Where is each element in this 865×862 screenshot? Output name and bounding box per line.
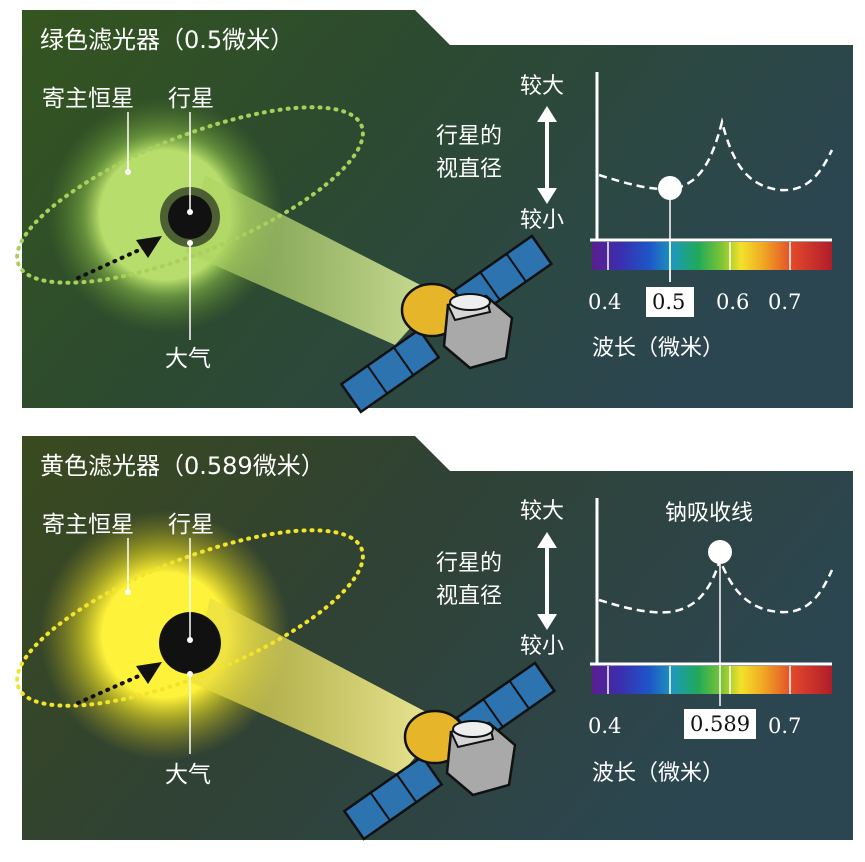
planet-orbit: [15, 105, 365, 285]
panel-title: 黄色滤光器（0.589微米）: [40, 452, 325, 480]
panel-green-filter: 绿色滤光器（0.5微米） 寄主恒星 行星 大气: [15, 10, 853, 414]
planet-orbit: [15, 528, 365, 708]
planet-label: 行星: [168, 512, 214, 538]
light-beam: [190, 598, 445, 775]
space-telescope-icon: [342, 661, 557, 841]
x-axis-label: 波长（微米）: [592, 336, 724, 361]
arrowhead-icon: [136, 662, 162, 684]
tick-label: 0.4: [588, 290, 621, 314]
y-axis-label-line1: 行星的: [436, 551, 502, 576]
tick-label: 0.4: [588, 714, 621, 738]
y-axis-top-label: 较大: [520, 499, 564, 524]
planet-leader-dot: [187, 637, 193, 643]
x-axis-label: 波长（微米）: [592, 761, 724, 786]
planet: [168, 195, 212, 239]
measurement-point: [708, 540, 732, 564]
sodium-line-annotation: 钠吸收线: [665, 501, 753, 526]
arrow-down-icon: [537, 614, 557, 630]
orbit-direction-arrow: [76, 243, 152, 280]
arrow-down-icon: [537, 188, 557, 204]
spectrum-bar: [592, 666, 832, 694]
wavelength-chart: 钠吸收线 0.4 0.589 0.7 波长（微米） 较大 行星的 视直径 较小: [436, 498, 834, 786]
atmosphere-label: 大气: [165, 762, 211, 788]
space-telescope-icon: [339, 234, 554, 414]
tick-label: 0.7: [768, 290, 801, 314]
highlight-tick-label: 0.589: [690, 712, 750, 736]
planet-leader-dot: [187, 209, 193, 215]
highlight-tick-box: [646, 287, 694, 317]
measurement-point: [658, 176, 682, 200]
orbit-direction-arrow: [76, 669, 152, 705]
atmosphere-leader-dot: [187, 240, 193, 246]
arrow-up-icon: [537, 532, 557, 548]
y-axis-bottom-label: 较小: [520, 208, 564, 233]
arrowhead-icon: [136, 236, 162, 258]
atmosphere-leader-dot: [187, 671, 193, 677]
y-axis-label-line1: 行星的: [436, 124, 502, 149]
y-axis-top-label: 较大: [520, 74, 564, 99]
tick-label: 0.7: [768, 714, 801, 738]
wavelength-chart: 0.4 0.5 0.6 0.7 波长（微米） 较大 行星的 视直径 较小: [436, 72, 834, 361]
transit-depth-curve: [598, 117, 834, 192]
panel-title: 绿色滤光器（0.5微米）: [40, 26, 294, 54]
highlight-tick-box: [684, 709, 756, 739]
atmosphere-label: 大气: [165, 346, 211, 372]
host-star-label: 寄主恒星: [42, 86, 134, 112]
planet-label: 行星: [168, 86, 214, 112]
host-star-leader-dot: [125, 169, 131, 175]
arrow-up-icon: [537, 106, 557, 122]
light-beam: [185, 175, 440, 345]
host-star-label: 寄主恒星: [42, 512, 134, 538]
host-star-leader-dot: [125, 589, 131, 595]
y-axis-label-line2: 视直径: [436, 157, 502, 182]
panel-yellow-filter: 黄色滤光器（0.589微米） 寄主恒星 行星 大气: [15, 436, 853, 841]
tick-label: 0.6: [716, 290, 749, 314]
spectrum-bar: [592, 242, 832, 270]
highlight-tick-label: 0.5: [652, 290, 685, 314]
y-axis-label-line2: 视直径: [436, 584, 502, 609]
y-axis-bottom-label: 较小: [520, 634, 564, 659]
